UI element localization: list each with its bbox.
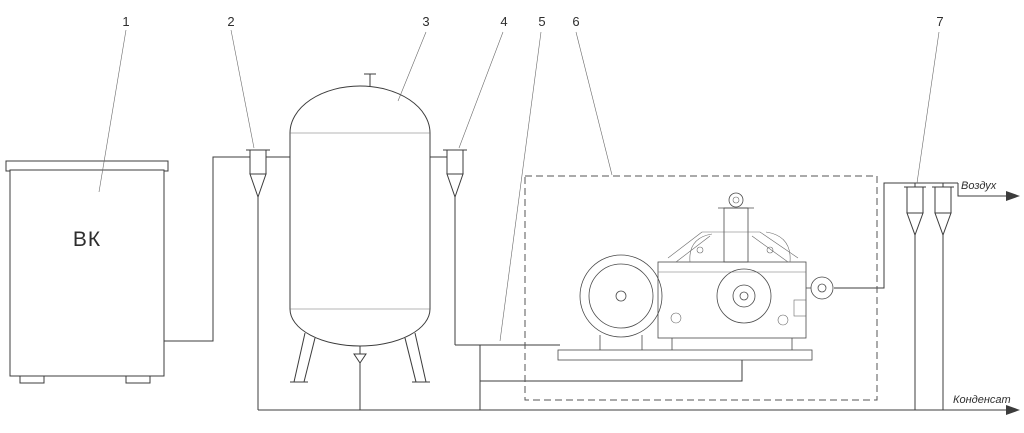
air-outlet-label: Воздух bbox=[961, 180, 997, 192]
inline-filter-4 bbox=[443, 149, 467, 199]
condensate-outlet-label: Конденсат bbox=[953, 394, 1011, 406]
callout-2: 2 bbox=[227, 14, 255, 149]
base-skid bbox=[557, 349, 813, 361]
callout-1: 1 bbox=[98, 14, 130, 193]
callout-6: 6 bbox=[572, 14, 613, 176]
callout-5-number: 5 bbox=[538, 14, 545, 29]
inline-filter-2 bbox=[246, 149, 270, 199]
callout-7: 7 bbox=[916, 14, 944, 184]
oil-pump bbox=[806, 276, 834, 300]
terminal-filter-7a bbox=[904, 186, 926, 237]
callout-4: 4 bbox=[458, 14, 508, 149]
callout-2-number: 2 bbox=[227, 14, 234, 29]
flywheel bbox=[716, 268, 772, 324]
electric-motor bbox=[579, 254, 663, 350]
callout-4-number: 4 bbox=[500, 14, 507, 29]
box-foot-left bbox=[19, 375, 45, 384]
callout-7-number: 7 bbox=[936, 14, 943, 29]
compressor-tubing bbox=[667, 231, 799, 263]
callout-3: 3 bbox=[397, 14, 430, 102]
tank-legs bbox=[290, 332, 430, 383]
vk-label: ВК bbox=[73, 228, 101, 251]
box-foot-right bbox=[125, 375, 151, 384]
process-piping bbox=[164, 156, 1008, 410]
crankcase-frame bbox=[657, 261, 807, 350]
callout-1-number: 1 bbox=[122, 14, 129, 29]
receiver-tank bbox=[289, 73, 431, 410]
dashed-enclosure bbox=[524, 175, 878, 401]
callout-5: 5 bbox=[499, 14, 546, 342]
tank-top-fitting bbox=[364, 73, 376, 86]
cylinder-tower bbox=[718, 192, 754, 263]
compressor-assembly bbox=[557, 192, 834, 361]
condensate-line bbox=[258, 405, 1020, 415]
condensate-arrow bbox=[1006, 405, 1020, 415]
tank-drain-valve bbox=[353, 346, 367, 410]
gauge-knob bbox=[728, 192, 744, 208]
air-arrow bbox=[1006, 191, 1020, 201]
callout-3-number: 3 bbox=[422, 14, 429, 29]
callout-6-number: 6 bbox=[572, 14, 579, 29]
compressor-unit-box: ВК bbox=[5, 160, 169, 384]
terminal-filter-7b bbox=[932, 186, 954, 237]
